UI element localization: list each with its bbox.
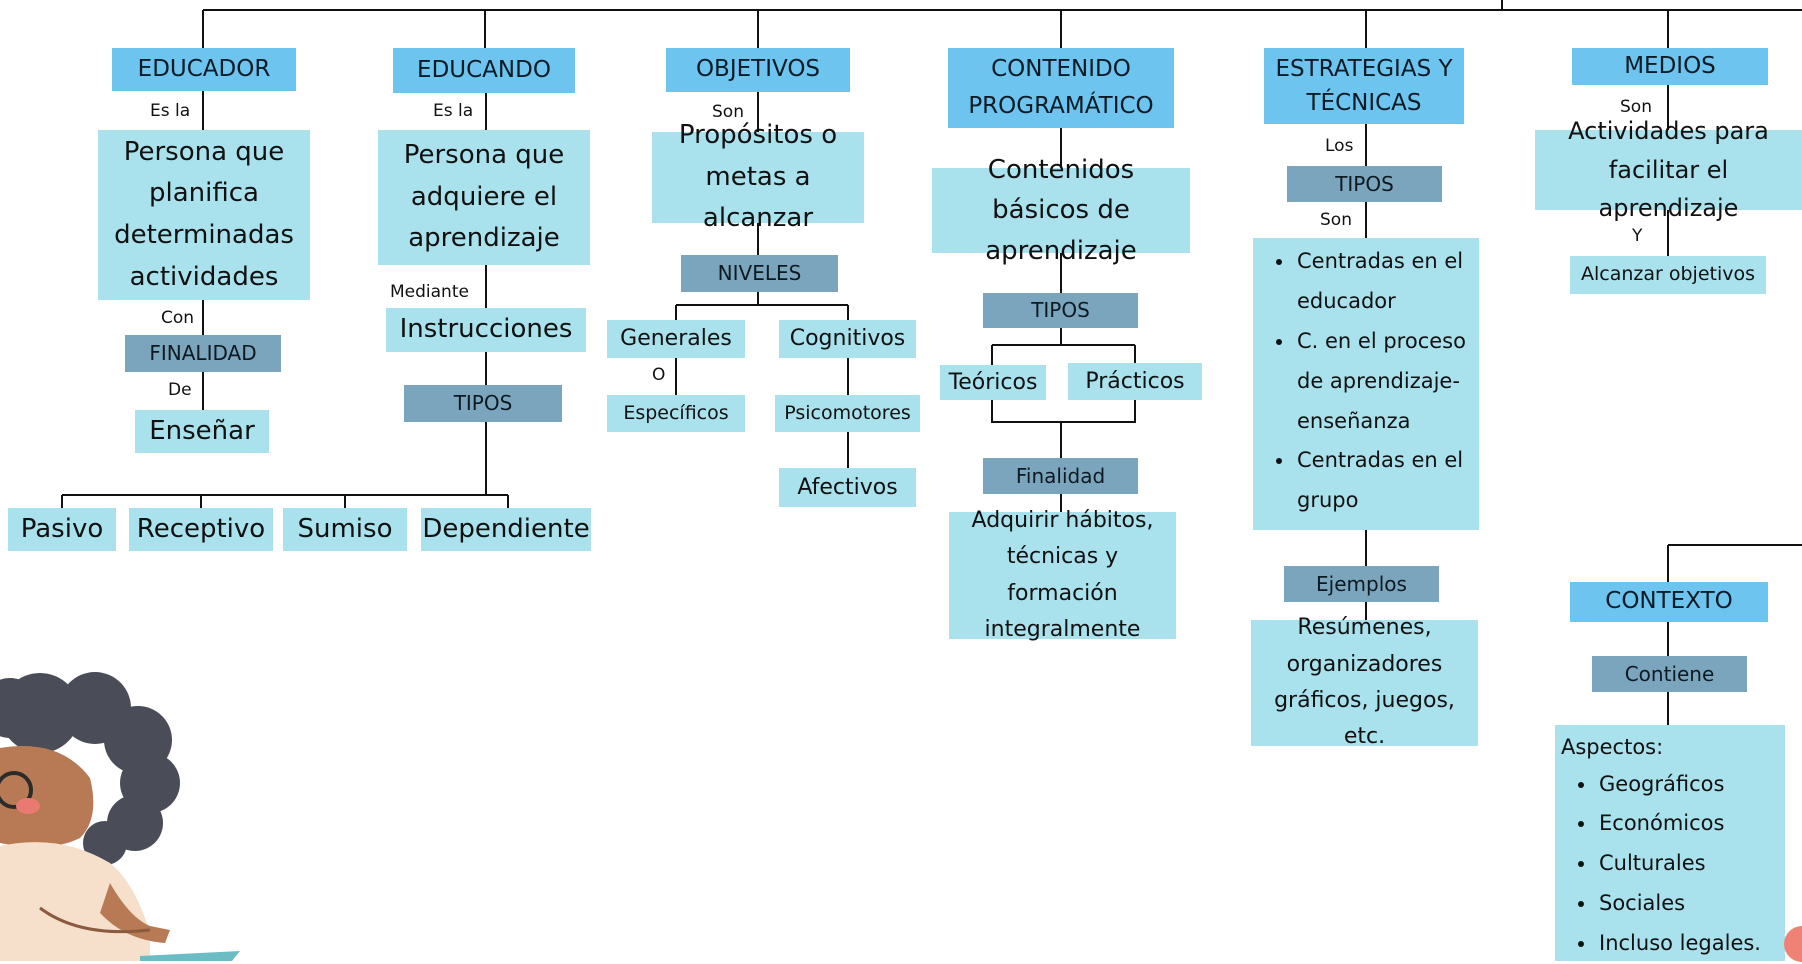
educando-type-dependiente: Dependiente — [421, 508, 591, 551]
student-reading-illustration — [0, 672, 240, 961]
objetivos-cognitivos: Cognitivos — [779, 320, 916, 358]
educando-type-sumiso: Sumiso — [283, 508, 407, 551]
objetivos-heading: OBJETIVOS — [666, 48, 850, 92]
estrategias-examples: Resúmenes, organizadores gráficos, juego… — [1251, 615, 1478, 749]
contexto-contiene: Contiene — [1592, 656, 1747, 692]
medios-goal: Alcanzar objetivos — [1570, 256, 1766, 294]
contexto-aspect-item: Sociales — [1597, 884, 1785, 924]
contexto-aspect-item: Económicos — [1597, 804, 1785, 844]
medios-connector-y: Y — [1630, 226, 1645, 247]
contexto-aspects-label: Aspectos: — [1561, 735, 1664, 759]
educador-definition: Persona que planifica determinadas activ… — [98, 130, 310, 300]
educando-tipos: TIPOS — [404, 385, 562, 422]
estrategias-connector-los: Los — [1323, 136, 1356, 157]
estrategias-types-list: Centradas en el educador C. en el proces… — [1253, 238, 1479, 530]
educando-type-pasivo: Pasivo — [8, 508, 116, 551]
educador-heading: EDUCADOR — [112, 48, 296, 91]
objetivos-psicomotores: Psicomotores — [775, 395, 920, 432]
contexto-aspect-item: Geográficos — [1597, 765, 1785, 805]
contenido-practicos: Prácticos — [1068, 363, 1202, 400]
educador-connector-con: Con — [159, 308, 197, 329]
decorative-shape — [1784, 926, 1802, 962]
contenido-finalidad: Finalidad — [983, 458, 1138, 494]
educando-definition: Persona que adquiere el aprendizaje — [378, 130, 590, 265]
objetivos-generales: Generales — [607, 320, 745, 358]
contexto-aspects-list: Aspectos: Geográficos Económicos Cultura… — [1555, 725, 1785, 961]
educando-connector-mediante: Mediante — [388, 282, 471, 303]
contexto-heading: CONTEXTO — [1570, 582, 1768, 622]
educando-connector-es-la: Es la — [431, 101, 476, 122]
educador-ensenar: Enseñar — [135, 410, 269, 453]
educador-connector-es-la: Es la — [148, 101, 193, 122]
educando-heading: EDUCANDO — [393, 48, 575, 93]
educador-finalidad: FINALIDAD — [125, 335, 281, 372]
estrategias-type-item: Centradas en el grupo — [1295, 441, 1479, 521]
estrategias-tipos: TIPOS — [1287, 166, 1442, 202]
medios-heading: MEDIOS — [1572, 48, 1768, 85]
objetivos-especificos: Específicos — [607, 395, 745, 432]
contenido-tipos: TIPOS — [983, 293, 1138, 328]
estrategias-heading: ESTRATEGIAS Y TÉCNICAS — [1264, 48, 1464, 124]
estrategias-ejemplos: Ejemplos — [1284, 566, 1439, 602]
objetivos-niveles: NIVELES — [681, 255, 838, 292]
objetivos-connector-son: Son — [710, 102, 746, 123]
objetivos-connector-o: O — [650, 365, 668, 386]
estrategias-connector-son: Son — [1318, 210, 1354, 231]
educando-type-receptivo: Receptivo — [129, 508, 273, 551]
contexto-aspect-item: Incluso legales. — [1597, 924, 1785, 964]
educando-instrucciones: Instrucciones — [386, 308, 586, 352]
contenido-result: Adquirir hábitos, técnicas y formación i… — [949, 508, 1176, 642]
contenido-teoricos: Teóricos — [940, 365, 1046, 400]
objetivos-definition: Propósitos o metas a alcanzar — [652, 120, 864, 233]
medios-connector-son: Son — [1618, 97, 1654, 118]
contenido-definition: Contenidos básicos de aprendizaje — [932, 155, 1190, 266]
contenido-heading: CONTENIDO PROGRAMÁTICO — [948, 48, 1174, 128]
estrategias-type-item: C. en el proceso de aprendizaje-enseñanz… — [1295, 322, 1479, 442]
medios-definition: Actividades para facilitar el aprendizaj… — [1535, 117, 1802, 222]
contexto-aspect-item: Culturales — [1597, 844, 1785, 884]
estrategias-type-item: Centradas en el educador — [1295, 242, 1479, 322]
objetivos-afectivos: Afectivos — [779, 468, 916, 507]
educador-connector-de: De — [166, 380, 194, 401]
